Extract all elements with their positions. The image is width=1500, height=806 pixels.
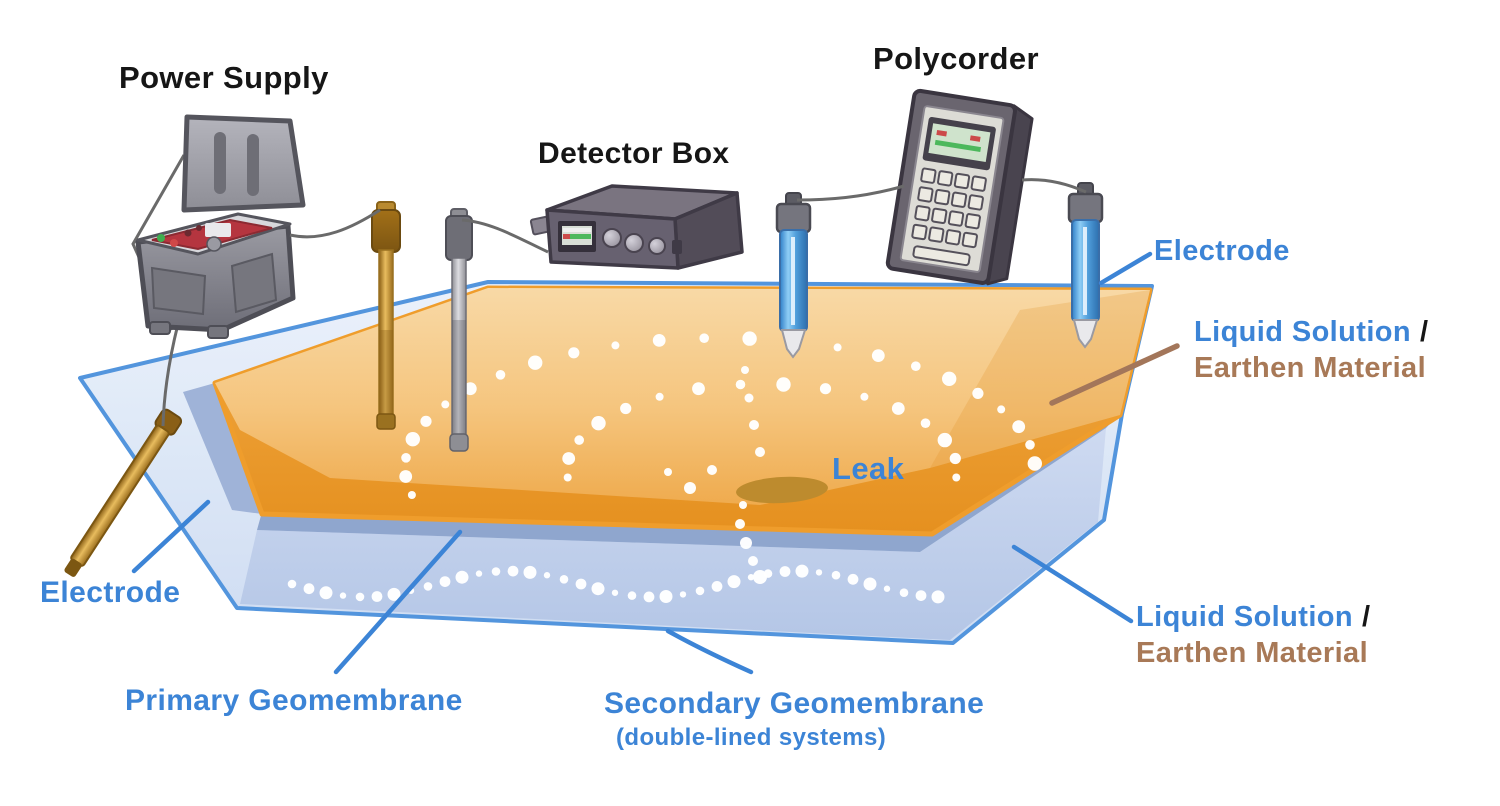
secondary-geomembrane-label: Secondary Geomembrane	[604, 687, 985, 720]
polycorder-to-right-probe-wire	[1021, 178, 1087, 194]
power-to-gold-rod-wire	[289, 208, 381, 239]
liquid-solution-bottom-label: Liquid Solution/ Earthen Material	[1136, 601, 1371, 670]
detector-box-icon	[529, 184, 744, 270]
primary-geomembrane-left-wedge	[183, 383, 262, 514]
polycorder-to-left-probe-wire	[796, 184, 905, 202]
electrode-right-label: Electrode	[1154, 235, 1290, 267]
silver-rod-electrode-icon	[445, 208, 473, 452]
slash-separator: /	[1362, 601, 1371, 633]
power-supply-label: Power Supply	[119, 60, 329, 95]
liquid-solution-text: Liquid Solution	[1136, 601, 1354, 633]
basin-illustration	[78, 280, 1154, 645]
lying-electrode-icon	[64, 408, 183, 577]
liquid-solution-right-label: Liquid Solution/ Earthen Material	[1194, 316, 1429, 385]
liquid-tub-right-slope-shade	[930, 290, 1150, 468]
earthen-material-text: Earthen Material	[1194, 351, 1427, 384]
earthen-material-text: Earthen Material	[1136, 636, 1369, 669]
gold-rod-electrode-icon	[371, 201, 401, 430]
electrode-right-leader-line	[1098, 251, 1153, 286]
slash-separator: /	[1420, 316, 1429, 348]
leak-spot-icon	[736, 476, 828, 504]
leader-lines	[131, 251, 1180, 675]
silver-rod-to-detector-wire	[461, 218, 549, 254]
primary-geomembrane-label: Primary Geomembrane	[125, 684, 463, 717]
primary-geomembrane-leader-line	[333, 529, 463, 675]
blue-probe-electrode-right-icon	[1067, 182, 1104, 349]
power-to-lying-electrode-wire	[161, 323, 180, 427]
polycorder-icon	[885, 88, 1034, 286]
blue-probe-electrode-left-icon	[775, 192, 812, 359]
power-supply-case-icon	[131, 114, 306, 339]
leak-label: Leak	[832, 451, 905, 486]
polycorder-label: Polycorder	[873, 41, 1039, 76]
liquid-solution-text: Liquid Solution	[1194, 316, 1412, 348]
electrode-left-label: Electrode	[40, 576, 181, 609]
liquid-tub-surface	[215, 288, 1150, 505]
liquid-solution-top-leader-line	[1049, 343, 1180, 406]
current-dots-icon	[287, 331, 1043, 604]
electrode-left-leader-line	[131, 499, 211, 574]
secondary-geomembrane-leader-line	[665, 628, 754, 675]
secondary-geomembrane-note: (double-lined systems)	[616, 724, 887, 751]
detector-box-label: Detector Box	[538, 137, 730, 170]
liquid-solution-bottom-leader-line	[1011, 544, 1134, 624]
